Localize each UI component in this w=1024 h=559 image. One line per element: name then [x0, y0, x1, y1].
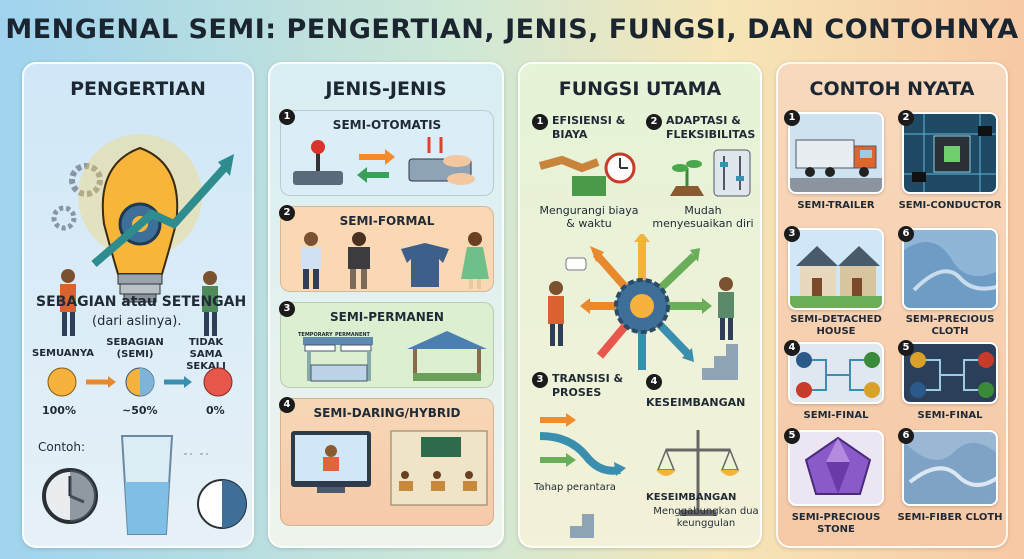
jenis-card-4: 4 SEMI-DARING/HYBRID [279, 397, 494, 526]
contoh-heading: CONTOH NYATA [809, 78, 975, 100]
fungsi-title-4-repeat: KESEIMBANGAN [646, 492, 737, 503]
hybrid-classroom-icon [291, 430, 488, 506]
semi-final-bracket-image-2 [902, 342, 998, 404]
jenis-num-3: 3 [279, 301, 295, 317]
contoh-label-1: SEMI-TRAILER [797, 200, 875, 211]
contoh-num-6: 5 [898, 340, 914, 356]
contoh-num-7: 5 [784, 428, 800, 444]
scale-value-none: 0% [206, 404, 225, 417]
fungsi-num-2: 2 [646, 114, 662, 130]
central-gear-arrows-illustration [548, 234, 738, 380]
chip-icon [904, 114, 996, 192]
scale-label-half: SEBAGIAN (SEMI) [106, 337, 164, 360]
jenis-heading: JENIS-JENIS [325, 78, 447, 100]
contoh-num-2: 2 [898, 110, 914, 126]
sign-permanent: PERMANENT [335, 332, 370, 338]
pengertian-panel: PENGERTIAN SEBAGIAN atau SETENGAH (dari … [22, 62, 254, 548]
semi-precious-cloth-image [902, 228, 998, 310]
definition-line2: (dari aslinya). [92, 314, 182, 329]
contoh-num-4: 6 [898, 226, 914, 242]
contoh-label-4: SEMI-PRECIOUS CLOTH [905, 314, 995, 337]
contoh-num-5: 4 [784, 340, 800, 356]
lightbulb-gear-illustration [51, 134, 234, 336]
jenis-label-3: SEMI-PERMANEN [330, 310, 444, 324]
fungsi-title-3: TRANSISI & PROSES [552, 372, 624, 399]
semi-conductor-image [902, 112, 998, 194]
tournament-bracket-icon [910, 352, 994, 398]
truck-icon [790, 139, 882, 192]
joystick-icon [293, 137, 475, 185]
jenis-panel: JENIS-JENIS 1 SEMI-OTOMATIS 2 SEMI-FORMA… [268, 62, 504, 548]
fungsi-heading: FUNGSI UTAMA [558, 78, 722, 100]
fungsi-desc-1: Mengurangi biaya & waktu [539, 204, 639, 230]
fungsi-num-4: 4 [646, 374, 662, 390]
semi-final-bracket-image-1 [788, 342, 884, 404]
jenis-label-1: SEMI-OTOMATIS [332, 118, 442, 132]
semi-detached-house-image [788, 228, 884, 310]
contoh-label-7: SEMI-PRECIOUS STONE [791, 512, 881, 535]
semi-formal-people-icon [301, 232, 489, 289]
pengertian-heading: PENGERTIAN [70, 78, 206, 100]
contoh-label-8: SEMI-FIBER CLOTH [897, 512, 1003, 523]
sign-temporary: TEMPORARY [298, 332, 333, 338]
contoh-label-2: SEMI-CONDUCTOR [898, 200, 1002, 211]
contoh-panel: CONTOH NYATA 1 SEMI-TRAILER 2 SEMI-CONDU… [776, 62, 1008, 548]
scale-label-none: TIDAK SAMA SEKALI [186, 337, 226, 372]
fiber-cloth-icon [904, 442, 996, 504]
gem-icon [804, 436, 872, 495]
semi-permanent-structure-icon [303, 331, 487, 382]
jenis-card-2: 2 SEMI-FORMAL [279, 205, 494, 292]
scale-value-all: 100% [42, 404, 76, 417]
cloth-icon [904, 242, 996, 308]
jenis-label-4: SEMI-DARING/HYBRID [313, 406, 461, 420]
fungsi-num-3: 3 [532, 372, 548, 388]
fungsi-panel: FUNGSI UTAMA 1 EFISIENSI & BIAYA 2 ADAPT… [518, 62, 762, 548]
fungsi-desc-4: Menggabungkan dua keunggulan [653, 506, 759, 529]
scale-label-all: SEMUANYA [32, 348, 94, 359]
fungsi-title-1: EFISIENSI & BIAYA [552, 114, 626, 141]
example-label: Contoh: [38, 440, 86, 454]
scale-graphic [47, 367, 233, 397]
house-icon [790, 246, 882, 308]
contoh-label-6: SEMI-FINAL [917, 410, 983, 421]
tournament-bracket-icon [796, 352, 880, 398]
transition-balance-icons [539, 413, 740, 538]
contoh-label-5: SEMI-FINAL [803, 410, 869, 421]
contoh-num-8: 6 [898, 428, 914, 444]
fungsi-title-4: KESEIMBANGAN [646, 396, 746, 409]
semi-precious-stone-image [788, 430, 884, 506]
examples-illustration [42, 435, 247, 535]
jenis-card-3: 3 SEMI-PERMANEN TEMPORARY PERMANENT [279, 301, 494, 388]
jenis-card-1: 1 SEMI-OTOMATIS [279, 109, 494, 196]
contoh-num-1: 1 [784, 110, 800, 126]
scale-value-half: ~50% [122, 404, 158, 417]
fungsi-desc-2: Mudah menyesuaikan diri [652, 204, 754, 230]
contoh-label-3: SEMI-DETACHED HOUSE [790, 314, 882, 337]
semi-fiber-cloth-image [902, 430, 998, 506]
semi-trailer-image [788, 112, 884, 194]
page-title: MENGENAL SEMI: PENGERTIAN, JENIS, FUNGSI… [5, 14, 1019, 45]
fungsi-desc-3: Tahap perantara [534, 482, 616, 493]
jenis-label-2: SEMI-FORMAL [339, 214, 435, 228]
jenis-num-1: 1 [279, 109, 295, 125]
efficiency-adaptation-icons [538, 149, 751, 197]
contoh-num-3: 3 [784, 226, 800, 242]
fungsi-num-1: 1 [532, 114, 548, 130]
definition-line1: SEBAGIAN atau SETENGAH [36, 294, 247, 310]
fungsi-title-2: ADAPTASI & FLEKSIBILITAS [666, 114, 756, 141]
jenis-num-4: 4 [279, 397, 295, 413]
jenis-num-2: 2 [279, 205, 295, 221]
